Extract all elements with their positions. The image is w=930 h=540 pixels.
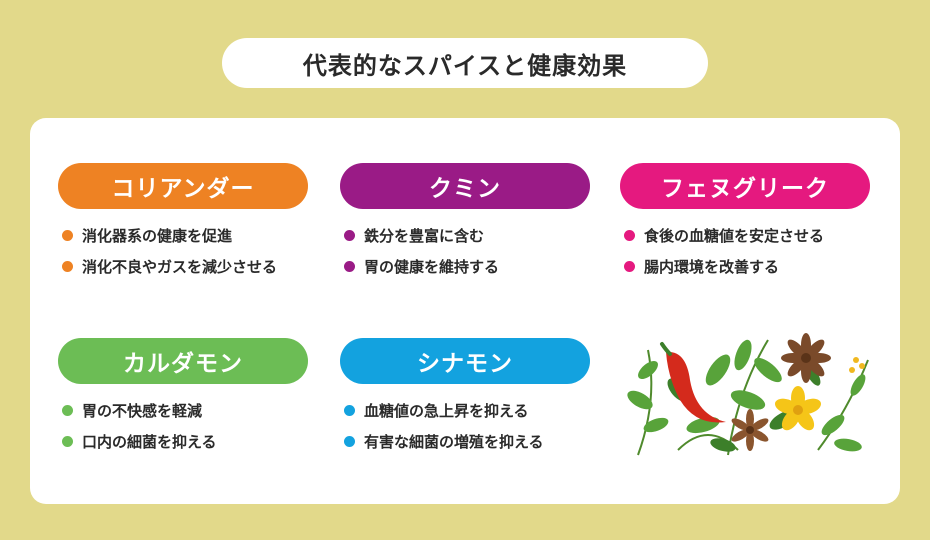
benefit-item: 胃の健康を維持する [344, 256, 590, 276]
benefit-text: 口内の細菌を抑える [82, 432, 217, 451]
spice-cumin: クミン 鉄分を豊富に含む 胃の健康を維持する [340, 163, 590, 287]
benefit-text: 胃の不快感を軽減 [82, 401, 203, 420]
benefit-item: 鉄分を豊富に含む [344, 225, 590, 245]
bullet-dot [344, 435, 355, 447]
benefit-text: 血糖値の急上昇を抑える [364, 401, 529, 420]
benefit-list: 胃の不快感を軽減 口内の細菌を抑える [58, 400, 308, 451]
spice-coriander: コリアンダー 消化器系の健康を促進 消化不良やガスを減少させる [58, 163, 308, 287]
benefit-text: 有害な細菌の増殖を抑える [364, 432, 544, 451]
page-title: 代表的なスパイスと健康効果 [222, 38, 708, 88]
bullet-dot [624, 229, 635, 241]
benefit-list: 鉄分を豊富に含む 胃の健康を維持する [340, 225, 590, 276]
benefit-item: 腸内環境を改善する [624, 256, 870, 276]
bullet-dot [62, 229, 73, 241]
spice-cinnamon: シナモン 血糖値の急上昇を抑える 有害な細菌の増殖を抑える [340, 338, 590, 462]
benefit-list: 消化器系の健康を促進 消化不良やガスを減少させる [58, 225, 308, 276]
spice-name-badge: クミン [340, 163, 590, 209]
benefit-list: 血糖値の急上昇を抑える 有害な細菌の増殖を抑える [340, 400, 590, 451]
benefit-text: 腸内環境を改善する [644, 257, 780, 276]
bullet-dot [344, 260, 355, 272]
benefit-item: 胃の不快感を軽減 [62, 400, 308, 420]
spices-herbs-illustration-icon [627, 333, 869, 456]
spice-name-badge: コリアンダー [58, 163, 308, 209]
benefit-text: 消化不良やガスを減少させる [82, 257, 278, 276]
benefit-item: 有害な細菌の増殖を抑える [344, 431, 590, 451]
spice-name-badge: カルダモン [58, 338, 308, 384]
bullet-dot [62, 260, 73, 272]
spice-card-panel: コリアンダー 消化器系の健康を促進 消化不良やガスを減少させる クミン 鉄分を豊… [30, 118, 900, 504]
bullet-dot [624, 260, 635, 272]
spice-name-badge: シナモン [340, 338, 590, 384]
bullet-dot [62, 435, 73, 447]
benefit-text: 食後の血糖値を安定させる [644, 226, 825, 245]
benefit-item: 消化器系の健康を促進 [62, 225, 308, 245]
spice-cardamom: カルダモン 胃の不快感を軽減 口内の細菌を抑える [58, 338, 308, 462]
benefit-item: 口内の細菌を抑える [62, 431, 308, 451]
bullet-dot [344, 229, 355, 241]
benefit-item: 消化不良やガスを減少させる [62, 256, 308, 276]
benefit-list: 食後の血糖値を安定させる 腸内環境を改善する [620, 225, 870, 276]
benefit-text: 胃の健康を維持する [364, 257, 500, 276]
spice-fenugreek: フェヌグリーク 食後の血糖値を安定させる 腸内環境を改善する [620, 163, 870, 287]
spice-name-badge: フェヌグリーク [620, 163, 870, 209]
benefit-item: 血糖値の急上昇を抑える [344, 400, 590, 420]
bullet-dot [344, 404, 355, 416]
bullet-dot [62, 404, 73, 416]
benefit-text: 消化器系の健康を促進 [82, 226, 233, 245]
benefit-text: 鉄分を豊富に含む [364, 226, 485, 245]
benefit-item: 食後の血糖値を安定させる [624, 225, 870, 245]
